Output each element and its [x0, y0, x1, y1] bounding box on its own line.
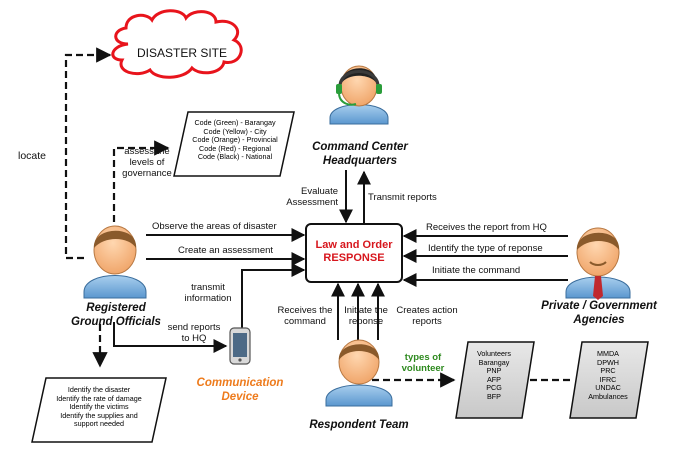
identify-item: Identify the disaster: [67, 385, 131, 394]
agency-person-icon: [565, 227, 631, 300]
transmit-info-arrow: [241, 263, 306, 330]
assess-label-2: levels of: [129, 157, 165, 168]
initiate-response-label: Initiate the reponse: [344, 305, 388, 327]
transmit-reports-label: Transmit reports: [368, 192, 437, 203]
command-center-person-icon: [329, 65, 389, 125]
codes-box: [173, 111, 295, 177]
volunteer-item: BFP: [487, 391, 501, 401]
identify-item: Identify the victims: [69, 402, 129, 412]
volunteer-item: PNP: [486, 366, 502, 376]
response-title: Law and Order RESPONSE: [315, 239, 393, 264]
agency-item: Ambulances: [588, 391, 628, 401]
code-item: Code (Orange) - Provincial: [192, 135, 278, 145]
agencies-list: MMDA DPWH PRC IFRC UNDAC Ambulances: [574, 349, 642, 402]
agency-item: DPWH: [597, 357, 619, 367]
volunteer-item: PCG: [486, 383, 502, 393]
send-reports-arrow: [113, 322, 228, 353]
assess-arrow: [112, 140, 170, 222]
assess-label-3: governance: [122, 168, 172, 179]
headset-icon: [338, 70, 380, 89]
receives-command-label: Receives the command: [277, 305, 333, 327]
codes-list: Code (Green) - Barangay Code (Yellow) - …: [180, 118, 290, 162]
transmit-info-label: transmit information: [184, 282, 232, 304]
receives-report-label: Receives the report from HQ: [426, 222, 547, 233]
types-of-volunteer-label: types of volunteer: [401, 352, 445, 374]
respondent-title: Respondent Team: [309, 419, 409, 431]
volunteer-item: Barangay: [478, 357, 510, 367]
agency-item: MMDA: [597, 349, 619, 358]
ground-official-person-icon: [83, 225, 147, 299]
response-box: [305, 223, 403, 283]
command-center-title: Command Center Headquarters: [312, 141, 408, 167]
evaluate-label: Evaluate Assessment: [286, 186, 338, 208]
identify-item: Identify the supplies and: [60, 410, 138, 420]
volunteer-item: Volunteers: [477, 349, 511, 358]
tie-icon: [593, 276, 603, 300]
volunteer-item: AFP: [487, 374, 501, 384]
agencies-box: [569, 341, 649, 419]
smartphone-icon: [229, 327, 251, 365]
agency-item: PRC: [600, 366, 616, 376]
disaster-site-label: DISASTER SITE: [136, 46, 228, 60]
code-item: Code (Yellow) - City: [203, 126, 267, 136]
code-item: Code (Black) - National: [197, 152, 273, 162]
cloud-icon: [111, 9, 243, 79]
volunteers-list: Volunteers Barangay PNP AFP PCG BFP: [460, 349, 528, 402]
ground-officials-title: Registered Ground Officials: [71, 302, 161, 328]
identify-list: Identify the disaster Identify the rate …: [40, 385, 158, 429]
locate-arrow: [64, 47, 112, 260]
locate-label: locate: [18, 150, 47, 162]
identify-type-label: Identify the type of reponse: [428, 243, 543, 254]
initiate-command-label: Initiate the command: [432, 265, 521, 276]
agencies-title: Private / Government Agencies: [541, 300, 657, 326]
send-reports-label: send reports to HQ: [167, 322, 221, 344]
create-assessment-label: Create an assessment: [178, 245, 274, 256]
assess-label-1: assess the: [124, 146, 170, 157]
creates-action-label: Creates action reports: [396, 305, 458, 327]
identify-item: Identify the rate of damage: [56, 393, 142, 403]
identify-box: [31, 377, 167, 443]
agency-item: UNDAC: [595, 383, 621, 393]
code-item: Code (Red) - Regional: [199, 143, 271, 153]
identify-item: support needed: [74, 419, 124, 429]
volunteers-box: [455, 341, 535, 419]
code-item: Code (Green) - Barangay: [194, 118, 276, 127]
communication-device-title: Communication Device: [196, 377, 284, 403]
observe-label: Observe the areas of disaster: [152, 221, 277, 232]
respondent-person-icon: [325, 339, 393, 407]
agency-item: IFRC: [599, 374, 617, 384]
